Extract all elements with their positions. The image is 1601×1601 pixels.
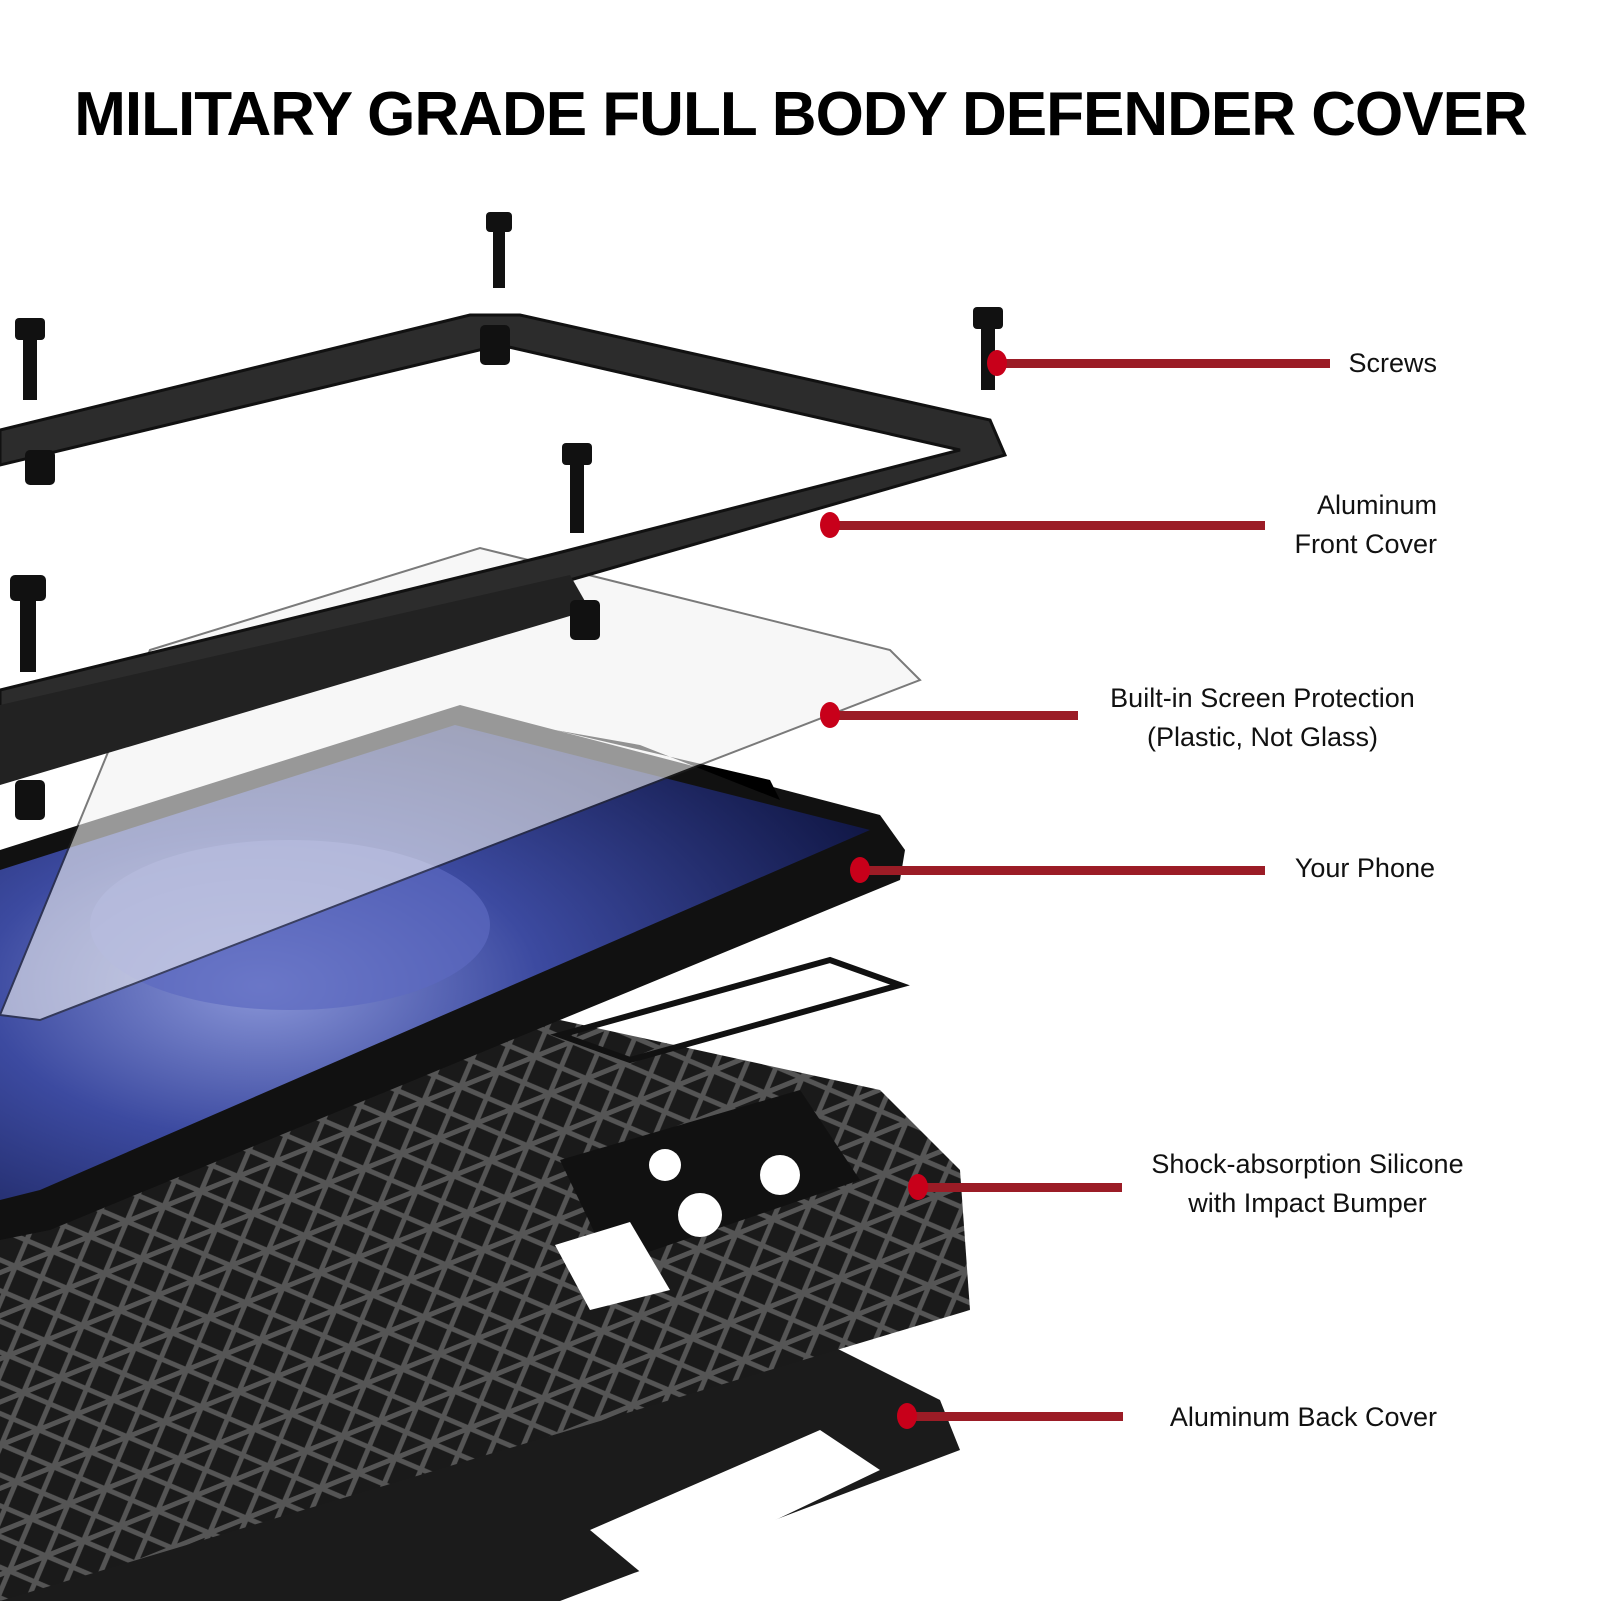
callout-text: Aluminum xyxy=(1316,490,1437,520)
callout-dot xyxy=(820,512,840,538)
callout-dot xyxy=(820,702,840,728)
callout-silicone-bumper: Shock-absorption Silicone with Impact Bu… xyxy=(1120,1145,1495,1223)
callout-text: Front Cover xyxy=(1294,529,1437,559)
callout-text: Screws xyxy=(1348,348,1437,378)
callout-line xyxy=(860,866,1265,875)
screws xyxy=(10,212,1003,672)
callout-dot xyxy=(987,350,1007,376)
callout-line xyxy=(830,711,1078,720)
page-title: MILITARY GRADE FULL BODY DEFENDER COVER xyxy=(74,80,1528,149)
callout-front-cover: Aluminum Front Cover xyxy=(1200,486,1437,564)
callout-screws: Screws xyxy=(1240,344,1437,383)
callout-line xyxy=(997,359,1330,368)
callout-text: with Impact Bumper xyxy=(1188,1188,1427,1218)
callout-line xyxy=(907,1412,1123,1421)
callout-text: Aluminum Back Cover xyxy=(1169,1402,1437,1432)
callout-dot xyxy=(850,857,870,883)
callout-text: Built-in Screen Protection xyxy=(1110,683,1415,713)
silicone-bumper xyxy=(0,1020,970,1601)
aluminum-back-cover xyxy=(0,1340,960,1601)
callout-text: Shock-absorption Silicone xyxy=(1151,1149,1464,1179)
callout-back-cover: Aluminum Back Cover xyxy=(1120,1398,1437,1437)
callout-line xyxy=(830,521,1265,530)
callout-dot xyxy=(908,1174,928,1200)
callout-screen-protection: Built-in Screen Protection (Plastic, Not… xyxy=(1080,679,1445,757)
callout-phone: Your Phone xyxy=(1240,849,1435,888)
callout-text: (Plastic, Not Glass) xyxy=(1146,722,1379,752)
callout-leaders xyxy=(820,350,1330,1429)
aluminum-front-cover xyxy=(0,313,1008,820)
callout-text: Your Phone xyxy=(1294,853,1435,883)
callout-line xyxy=(918,1183,1122,1192)
camera-frame xyxy=(550,956,910,1064)
callout-dot xyxy=(897,1403,917,1429)
